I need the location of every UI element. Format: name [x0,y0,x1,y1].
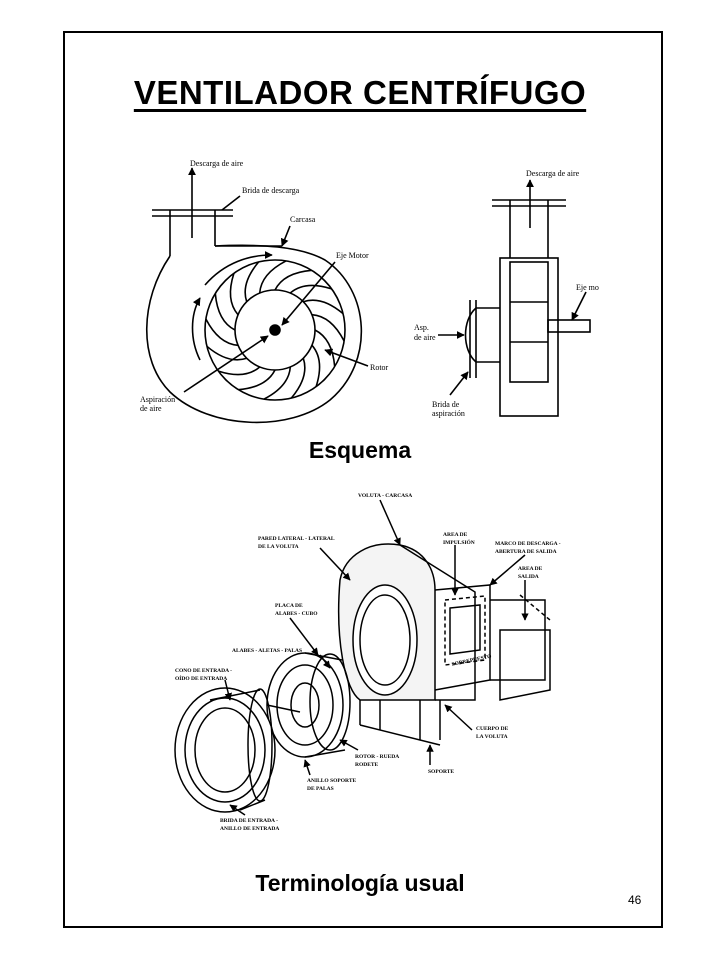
label-rotor: Rotor [370,363,389,372]
label-soporte: SOPORTE [428,769,454,775]
rotor-blade [263,366,292,400]
rotor-blade [303,299,344,315]
label-aspiracion-2: de aire [140,404,162,413]
rotor-blade [238,369,276,391]
exploded-view-labels: VOLUTA - CARCASA PARED LATERAL - LATERAL… [175,493,561,832]
label-side-eje: Eje mo [576,283,599,292]
label-side-asp-1: Asp. [414,323,429,332]
label-brida-entrada-2: ANILLO DE ENTRADA [220,826,279,832]
rotor-blade [218,366,261,376]
label-area-imp-2: IMPULSIÓN [443,538,475,546]
rotor-blade [314,329,336,367]
label-anillo-1: ANILLO SOPORTE [307,778,356,784]
label-cuerpo-1: CUERPO DE [476,726,509,732]
rotor-blade [311,313,345,342]
label-pared-1: PARED LATERAL - LATERAL [258,536,335,542]
label-aspiracion-1: Aspiración [140,395,175,404]
side-view-labels: Descarga de aire Eje mo Asp. de aire Bri… [414,169,599,418]
label-alabes: ALABES - ALETAS - PALAS [232,648,302,654]
label-cono-2: OÍDO DE ENTRADA [175,674,227,682]
label-carcasa: Carcasa [290,215,316,224]
label-side-brida-1: Brida de [432,400,460,409]
exploded-view-diagram [174,499,551,816]
caption-terminology: Terminología usual [255,870,465,896]
label-side-brida-2: aspiración [432,409,465,418]
label-anillo-2: DE PALAS [307,786,334,792]
rotor-blade [229,273,239,316]
label-placa-2: ALABES - CUBO [275,611,318,617]
rotor-blade [214,293,236,331]
label-area-imp-1: AREA DE [443,532,468,538]
label-area-sal-1: AREA DE [518,566,543,572]
rotor-blade [205,318,239,347]
side-view-diagram [438,179,591,417]
label-area-sal-2: SALIDA [518,574,539,580]
label-brida-entrada-1: BRIDA DE ENTRADA - [220,818,278,824]
label-rotor-2: RODETE [355,762,379,768]
rotor-blade [258,260,287,294]
label-marco-1: MARCO DE DESCARGA - [495,541,561,547]
rotor-blade [206,345,247,361]
front-view-labels: Descarga de aire Brida de descarga Carca… [140,159,389,413]
label-voluta: VOLUTA - CARCASA [358,493,412,499]
caption-schema: Esquema [308,437,412,463]
front-view-diagram [146,167,369,424]
label-cono-1: CONO DE ENTRADA - [175,668,232,674]
label-marco-2: ABERTURA DE SALIDA [495,549,557,555]
page-title: VENTILADOR CENTRÍFUGO [133,74,587,111]
label-sobrepuesto: SOBREPUESTO [451,654,493,668]
rotor-blade [311,344,321,387]
label-pared-2: DE LA VOLUTA [258,544,299,550]
label-placa-1: PLACA DE [275,603,303,609]
rotor-blade [244,261,260,302]
page-frame [63,31,663,928]
label-side-asp-2: de aire [414,333,436,342]
label-side-descarga: Descarga de aire [526,169,580,178]
label-cuerpo-2: LA VOLUTA [476,734,508,740]
rotor-blade [290,358,306,399]
rotor-blades [205,260,345,400]
page-number: 46 [628,893,642,907]
label-brida-descarga: Brida de descarga [242,186,300,195]
rotor-blade [289,284,332,294]
rotor-blade [274,269,312,291]
label-eje-motor: Eje Motor [336,251,369,260]
label-rotor-1: ROTOR - RUEDA [355,754,399,760]
label-descarga: Descarga de aire [190,159,244,168]
